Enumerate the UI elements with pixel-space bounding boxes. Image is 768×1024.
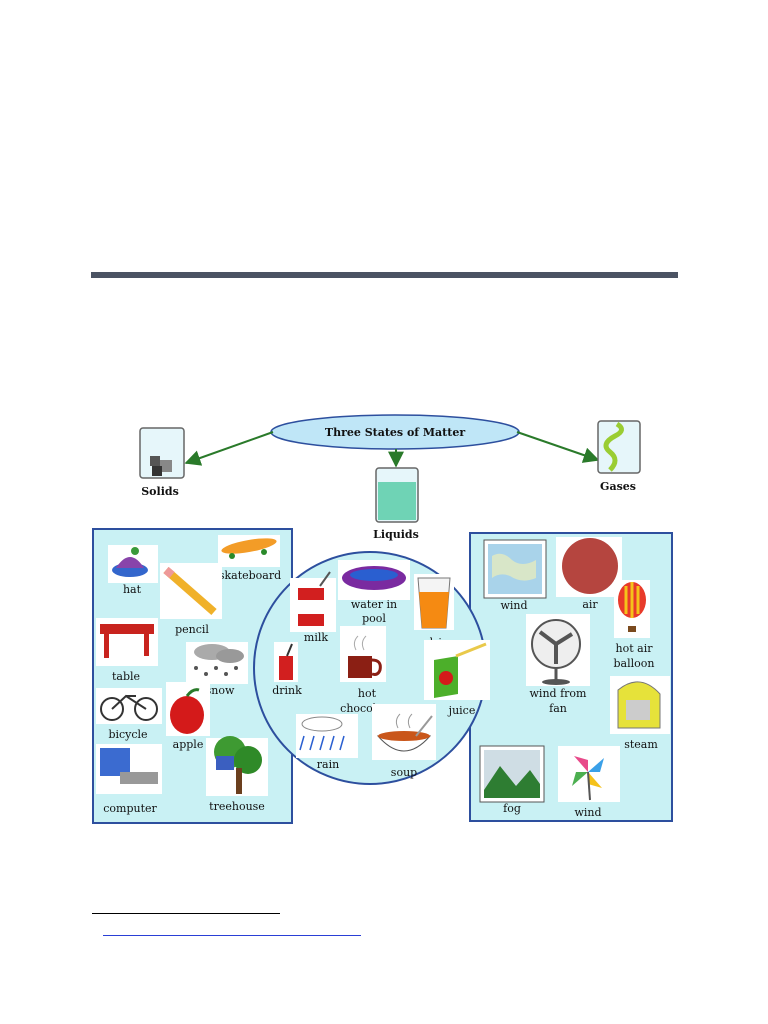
drink-icon — [274, 642, 298, 682]
rain-label: rain — [317, 758, 339, 771]
skateboard-icon — [218, 535, 280, 567]
pool-label: pool — [362, 612, 386, 625]
apple-label: apple — [173, 738, 204, 751]
apple-icon — [166, 682, 210, 736]
drink-glass-icon — [414, 574, 454, 630]
air-label: air — [582, 598, 598, 611]
hot-label: hot — [358, 687, 377, 700]
balloon-label: balloon — [614, 657, 655, 670]
gases-beaker-icon — [597, 420, 641, 474]
snow-icon — [186, 642, 248, 684]
table-icon — [96, 618, 158, 666]
milk-label: milk — [304, 631, 328, 644]
section-divider — [91, 272, 678, 278]
hat-label: hat — [123, 583, 142, 596]
hot-air-label: hot air — [616, 642, 654, 655]
gases-label: Gases — [600, 480, 636, 493]
treehouse-label: treehouse — [209, 800, 265, 813]
hat-icon — [108, 545, 158, 583]
computer-label: computer — [103, 802, 157, 815]
pool-icon — [338, 560, 410, 600]
fog-icon — [479, 745, 545, 803]
diagram-title: Three States of Matter — [325, 426, 465, 439]
drink-label: drink — [272, 684, 302, 697]
table-label: table — [112, 670, 140, 683]
treehouse-icon — [206, 736, 268, 796]
solids-beaker-icon — [139, 427, 185, 479]
water-in-label: water in — [351, 598, 397, 611]
wind-label: wind — [500, 599, 527, 612]
liquids-beaker-icon — [375, 467, 419, 523]
steam-label: steam — [624, 738, 658, 751]
juice-icon — [424, 640, 490, 700]
footnote-link[interactable] — [103, 935, 361, 936]
arrow-to-gases — [516, 431, 600, 463]
soup-label: soup — [391, 766, 417, 779]
soup-icon — [372, 704, 436, 760]
footnote-separator — [92, 913, 280, 914]
computer-icon — [96, 744, 162, 794]
fan-icon — [526, 614, 590, 686]
snow-label: snow — [206, 684, 235, 697]
hot-chocolate-icon — [340, 626, 386, 682]
liquids-label: Liquids — [373, 528, 419, 541]
wind-from-label: wind from — [530, 687, 588, 700]
pencil-icon — [160, 563, 222, 619]
bicycle-label: bicycle — [108, 728, 147, 741]
wind-pinwheel-label: wind — [574, 806, 601, 819]
fan-label: fan — [549, 702, 567, 715]
arrow-to-solids — [184, 431, 274, 466]
milk-icon — [290, 571, 336, 632]
bicycle-icon — [96, 688, 162, 724]
steam-iron-icon — [610, 676, 670, 734]
air-ball-icon — [556, 537, 622, 597]
rain-icon — [296, 714, 358, 758]
fog-label: fog — [503, 802, 521, 815]
solids-label: Solids — [141, 485, 179, 498]
pencil-label: pencil — [175, 623, 209, 636]
wind-map-icon — [483, 539, 547, 599]
juice-label: juice — [447, 704, 476, 717]
hot-air-balloon-icon — [614, 580, 650, 638]
pinwheel-icon — [558, 746, 620, 802]
skateboard-label: skateboard — [219, 569, 281, 582]
